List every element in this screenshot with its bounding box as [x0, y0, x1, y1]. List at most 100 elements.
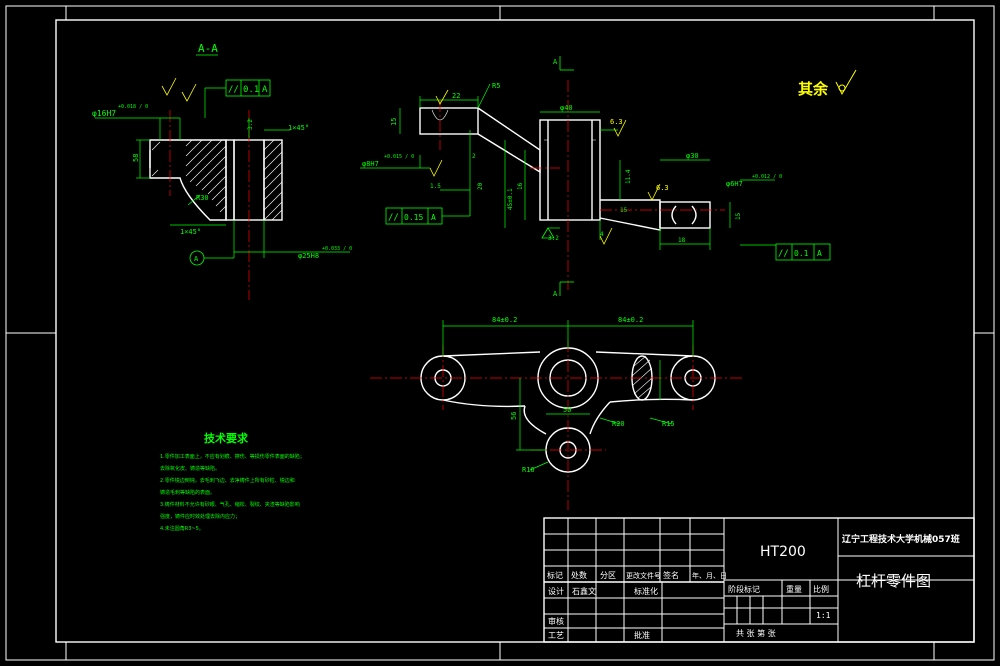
front-radius: R5 [492, 82, 500, 90]
title-row-label: 处数 [571, 570, 587, 580]
drawing-frame [5, 5, 995, 661]
front-dim-45: 45±0.1 [507, 188, 514, 210]
front-frame-symbol: // [388, 213, 399, 223]
title-scale-label: 比例 [813, 584, 829, 594]
tech-title: 技术要求 [204, 431, 249, 445]
tech-item: 3.铸件材料不允许有砂眼、气孔、缩松、裂纹、夹渣等缺陷影响 [160, 501, 300, 508]
front-view: 22 R5 φ40 6.3 15 φ8H7 +0.015 / 0 1.5 2 2… [360, 56, 831, 298]
plan-dimensions [442, 320, 694, 471]
title-approve-label: 批准 [634, 630, 650, 640]
front-bore-dia: φ40 [560, 104, 573, 112]
section-dimensions [95, 87, 350, 258]
front-section-mark: A [553, 58, 558, 66]
plan-radius-r16: R16 [522, 466, 535, 474]
front-right-frame-symbol: // [778, 249, 789, 259]
section-frame-symbol: // [228, 85, 239, 95]
plan-dim-right: 84±0.2 [618, 316, 643, 324]
title-school: 辽宁工程技术大学机械057班 [842, 533, 960, 545]
front-right-frame-datum: A [817, 249, 822, 258]
front-hidden-lines [431, 109, 596, 141]
tech-item: 铸造毛刺等缺陷的表面。 [160, 489, 215, 496]
title-standard-label: 标准化 [634, 586, 658, 596]
tech-item: 去除氧化皮、铸造等缺陷。 [160, 465, 220, 472]
front-roughness-icons [429, 89, 661, 245]
front-fit-left: φ8H7 [362, 160, 379, 168]
title-row-label: 年、月、日 [692, 571, 727, 580]
front-right-width: φ30 [686, 152, 699, 160]
front-dim-20: 20 [477, 182, 484, 190]
section-chamfer-top: 1×45° [288, 124, 309, 132]
tech-item: 4.未注圆角R3~5。 [160, 525, 204, 532]
title-scale-value: 1:1 [816, 611, 831, 620]
front-right-frame [775, 243, 831, 261]
section-centerlines [169, 110, 250, 300]
front-right-tol: +0.012 / 0 [752, 174, 782, 180]
plan-view: 84±0.2 84±0.2 50 56 R20 R16 R15 [370, 316, 745, 510]
front-parallel-frame [385, 200, 471, 225]
front-roughness: 6.3 [610, 118, 623, 126]
front-section-arrows [559, 56, 574, 296]
front-dim-16: 16 [517, 182, 524, 190]
section-datum-icon [189, 250, 234, 266]
section-hole-fit: φ16H7 [92, 109, 116, 118]
front-right-roughness: 6.3 [656, 184, 669, 192]
front-right-frame-value: 0.1 [794, 249, 809, 258]
front-centerlines [439, 80, 725, 290]
section-hatching [151, 139, 283, 221]
title-row-label: 标记 [547, 570, 563, 580]
section-datum-letter: A [194, 255, 199, 263]
section-shaft-fit: φ25H8 [298, 252, 319, 260]
title-row-label: 分区 [600, 571, 616, 580]
front-dim-1-5: 1.5 [430, 183, 441, 190]
title-row-label: 更改文件号 [626, 571, 661, 580]
front-dimensions [360, 83, 776, 250]
plan-dim-56: 56 [510, 412, 518, 420]
section-view-a-a: A-A [92, 42, 352, 300]
plan-radius-r20: R20 [612, 420, 625, 428]
plan-hatch [631, 355, 653, 399]
section-parallel-frame [225, 79, 271, 97]
front-part-outline [419, 107, 711, 231]
title-row-label: 签名 [663, 570, 679, 580]
plan-dim-50: 50 [563, 406, 571, 414]
plan-radius-r15: R15 [662, 420, 675, 428]
tech-item: 强度，铸件应时效处理去除内应力； [160, 513, 240, 520]
front-dim-18: 18 [678, 237, 686, 244]
remaining-roughness-note: 其余 [798, 80, 829, 98]
remaining-roughness-icon [835, 69, 857, 96]
section-hole-tol: +0.018 / 0 [118, 104, 148, 110]
section-frame-datum: A [262, 85, 268, 95]
title-review-label: 审核 [548, 616, 564, 626]
tech-item: 1.零件加工表面上，不应有划痕、擦伤、等损伤零件表面的缺陷； [160, 453, 305, 460]
tech-requirements: 技术要求 1.零件加工表面上，不应有划痕、擦伤、等损伤零件表面的缺陷； 去除氧化… [160, 431, 305, 532]
front-dim-height-left: 15 [390, 118, 398, 126]
title-material: HT200 [760, 544, 806, 560]
front-dim-top-width: 22 [452, 92, 460, 100]
front-dim-11-4: 11.4 [625, 169, 632, 184]
front-fit-left-tol: +0.015 / 0 [384, 154, 414, 160]
section-title: A-A [198, 42, 218, 55]
title-stage-label: 阶段标记 [728, 584, 760, 594]
tech-item: 2.零件锐边倒钝，去毛刺飞边、去净铸件上所有砂粒、锐边和 [160, 477, 295, 484]
title-designer-name: 石鑫文 [572, 586, 596, 596]
section-chamfer-bottom: 1×45° [180, 228, 201, 236]
section-fillet: R30 [196, 194, 209, 202]
title-part-name: 杠杆零件图 [856, 572, 931, 590]
section-shaft-tol: +0.033 / 0 [322, 246, 352, 252]
plan-centerlines [370, 340, 745, 510]
title-sheets-label: 共 张 第 张 [736, 628, 776, 638]
section-dim-small: 3.2 [247, 119, 254, 130]
title-process-label: 工艺 [548, 631, 564, 640]
title-block: HT200 辽宁工程技术大学机械057班 杠杆零件图 标记 处数 分区 更改文件… [543, 517, 975, 643]
front-datum-triangle-icon [541, 227, 555, 239]
plan-dim-left: 84±0.2 [492, 316, 517, 324]
front-frame-datum: A [431, 213, 436, 222]
front-dim-2: 2 [472, 153, 476, 160]
front-frame-value: 0.15 [404, 213, 423, 222]
front-dim-4: 4 [600, 231, 604, 238]
section-roughness-icon [161, 77, 197, 102]
front-section-mark-bottom: A [553, 290, 558, 298]
front-dim-3-2: 3.2 [548, 235, 559, 242]
front-dim-15-right: 15 [620, 207, 628, 214]
